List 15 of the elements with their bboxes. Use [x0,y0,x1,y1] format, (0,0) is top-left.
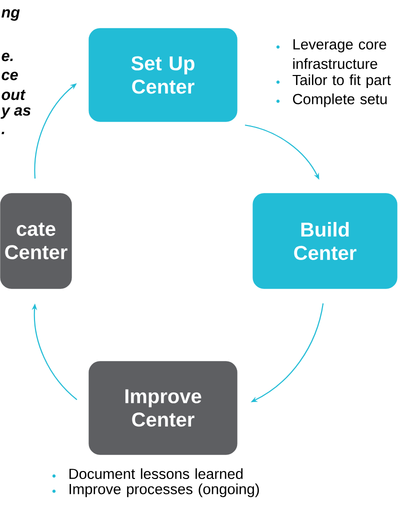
text-fragment: . [2,132,4,134]
process-box: Build Center [251,192,399,290]
text-fragment: e. [2,52,13,62]
process-box: Set Up Center [87,26,239,124]
bullet-text: Improve processes (ongoing) [70,483,259,498]
text-fragment: y as [0,107,31,119]
bullet-text: Tailor to fit part [292,74,391,88]
process-box: cate Center [0,192,74,290]
text-fragment: ng [2,9,20,21]
text-fragment: ce [2,72,18,80]
text-fragment: out [2,90,26,100]
bullet-text: Leverage core infrastructure [293,39,386,69]
bullet-text: Document lessons learned [69,468,243,480]
process-box: Improve Center [87,360,239,456]
bullet-text: Complete setu [293,94,387,108]
